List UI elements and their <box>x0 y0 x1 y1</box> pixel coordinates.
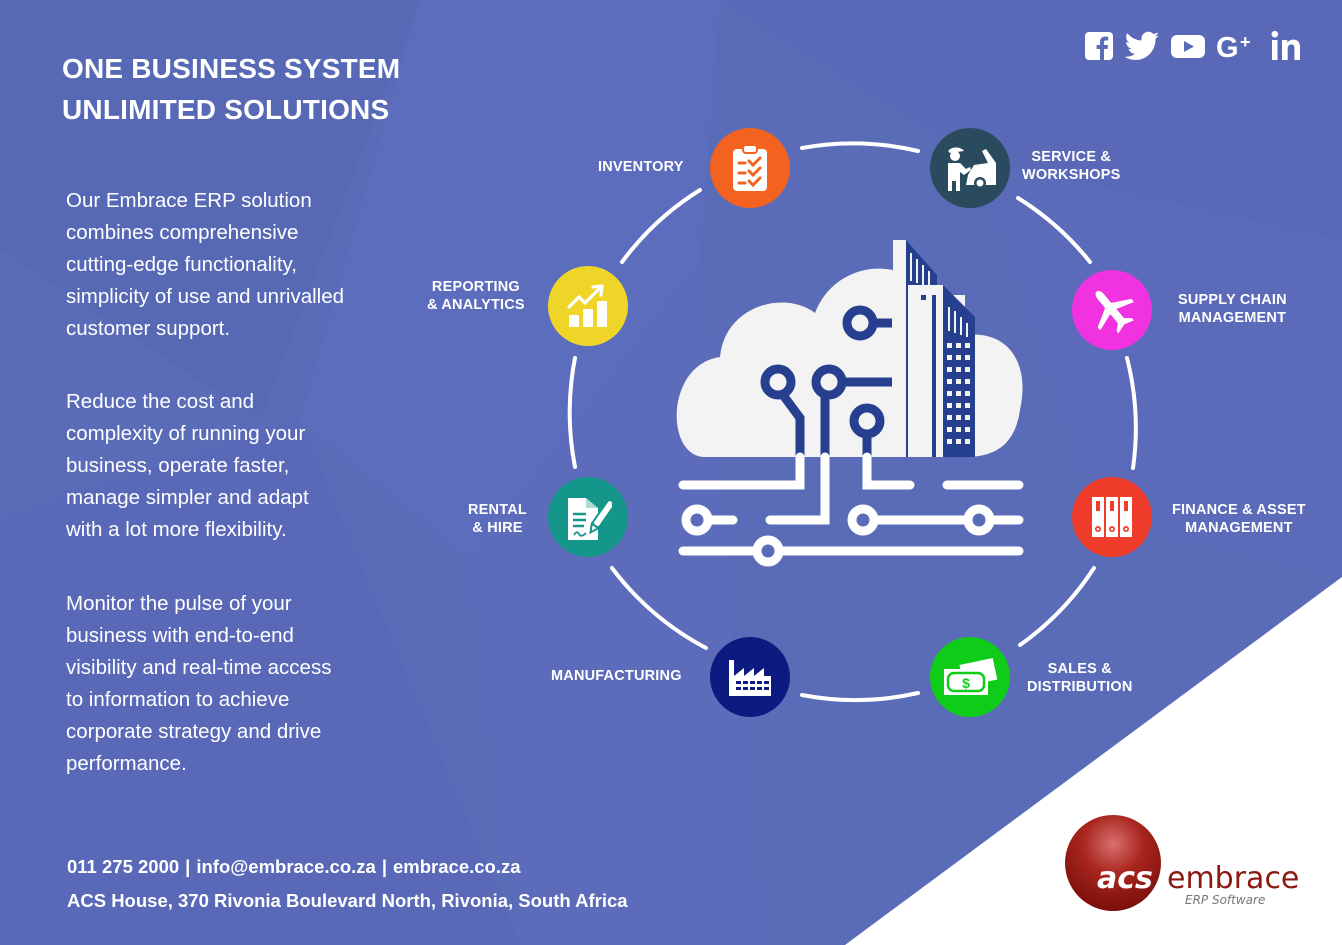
label-line: RENTAL <box>468 502 527 518</box>
mechanic-car-icon <box>948 147 996 191</box>
phone-number[interactable]: 011 275 2000 <box>67 856 180 877</box>
label-line: REPORTING <box>431 279 520 295</box>
google-plus-icon[interactable]: G+ <box>1216 31 1260 66</box>
growth-chart-icon <box>567 284 607 327</box>
text-line: cutting-edge functionality, <box>66 253 297 276</box>
label-line: & HIRE <box>472 520 523 536</box>
text-line: Our Embrace ERP solution <box>66 189 312 212</box>
label-rental-hire: RENTAL & HIRE <box>468 501 527 537</box>
label-line: SUPPLY CHAIN <box>1178 292 1287 308</box>
intro-paragraph: Our Embrace ERP solution combines compre… <box>66 185 386 345</box>
cloud-building-circuit-icon <box>676 240 1024 567</box>
module-rental-hire[interactable] <box>548 477 628 557</box>
label-manufacturing: MANUFACTURING <box>551 667 682 685</box>
module-sales-distribution[interactable]: $ <box>930 637 1010 717</box>
text-line: business with end-to-end <box>66 624 294 647</box>
contract-signing-icon <box>568 498 612 540</box>
label-line: WORKSHOPS <box>1022 167 1121 183</box>
text-line: business, operate faster, <box>66 454 290 477</box>
text-line: to information to achieve <box>66 688 290 711</box>
money-bills-icon: $ <box>944 657 998 695</box>
acs-embrace-logo: acs embrace ERP Software <box>1065 815 1305 915</box>
logo-name: embrace <box>1167 861 1299 896</box>
label-line: FINANCE & ASSET <box>1172 502 1306 518</box>
title-line-2: UNLIMITED SOLUTIONS <box>62 94 390 125</box>
logo-sphere-icon: acs embrace ERP Software <box>1065 815 1299 911</box>
text-line: customer support. <box>66 317 231 340</box>
label-line: SERVICE & <box>1031 149 1112 165</box>
text-line: manage simpler and adapt <box>66 486 309 509</box>
module-manufacturing[interactable] <box>710 637 790 717</box>
label-service-workshops: SERVICE & WORKSHOPS <box>1022 148 1120 184</box>
text-line: complexity of running your <box>66 422 306 445</box>
text-line: visibility and real-time access <box>66 656 332 679</box>
logo-mark: acs <box>1097 861 1153 896</box>
website-link[interactable]: embrace.co.za <box>393 856 521 877</box>
facebook-icon[interactable] <box>1084 31 1114 66</box>
label-reporting-analytics: REPORTING & ANALYTICS <box>427 278 525 314</box>
label-line: & ANALYTICS <box>427 297 525 313</box>
label-sales-distribution: SALES & DISTRIBUTION <box>1027 660 1133 696</box>
label-line: DISTRIBUTION <box>1027 679 1133 695</box>
separator: | <box>381 856 387 877</box>
svg-text:G: G <box>1216 32 1239 61</box>
logo-tagline: ERP Software <box>1185 893 1265 907</box>
youtube-icon[interactable] <box>1170 32 1206 65</box>
module-reporting-analytics[interactable] <box>548 266 628 346</box>
airplane-icon <box>1095 290 1134 334</box>
twitter-icon[interactable] <box>1124 31 1160 66</box>
module-supply-chain[interactable] <box>1072 270 1152 350</box>
clipboard-checklist-icon <box>733 144 767 191</box>
page-title: ONE BUSINESS SYSTEM UNLIMITED SOLUTIONS <box>62 48 400 130</box>
contact-info: 011 275 2000|info@embrace.co.za|embrace.… <box>67 850 628 918</box>
binders-icon <box>1092 497 1132 537</box>
separator: | <box>185 856 191 877</box>
module-service-workshops[interactable] <box>930 128 1010 208</box>
label-line: INVENTORY <box>598 159 684 175</box>
text-line: Monitor the pulse of your <box>66 592 292 615</box>
linkedin-icon[interactable] <box>1270 30 1304 67</box>
text-line: simplicity of use and unrivalled <box>66 285 345 308</box>
svg-text:$: $ <box>962 675 970 691</box>
label-line: MANAGEMENT <box>1185 520 1293 536</box>
cost-paragraph: Reduce the cost and complexity of runnin… <box>66 386 386 546</box>
label-line: MANUFACTURING <box>551 668 682 684</box>
address: ACS House, 370 Rivonia Boulevard North, … <box>67 890 628 911</box>
social-links: G+ <box>1084 30 1304 67</box>
email-link[interactable]: info@embrace.co.za <box>196 856 376 877</box>
module-inventory[interactable] <box>710 128 790 208</box>
svg-text:+: + <box>1240 32 1251 52</box>
contact-line: 011 275 2000|info@embrace.co.za|embrace.… <box>67 850 628 884</box>
label-supply-chain: SUPPLY CHAIN MANAGEMENT <box>1178 291 1287 327</box>
monitor-paragraph: Monitor the pulse of your business with … <box>66 588 386 780</box>
text-line: corporate strategy and drive <box>66 720 322 743</box>
text-line: performance. <box>66 752 187 775</box>
text-line: combines comprehensive <box>66 221 299 244</box>
title-line-1: ONE BUSINESS SYSTEM <box>62 53 401 84</box>
label-line: MANAGEMENT <box>1178 310 1287 326</box>
label-finance-asset: FINANCE & ASSET MANAGEMENT <box>1172 501 1306 537</box>
text-line: Reduce the cost and <box>66 390 255 413</box>
label-inventory: INVENTORY <box>598 158 684 176</box>
text-line: with a lot more flexibility. <box>66 518 287 541</box>
factory-icon <box>729 660 771 696</box>
module-finance-asset[interactable] <box>1072 477 1152 557</box>
label-line: SALES & <box>1047 661 1112 677</box>
